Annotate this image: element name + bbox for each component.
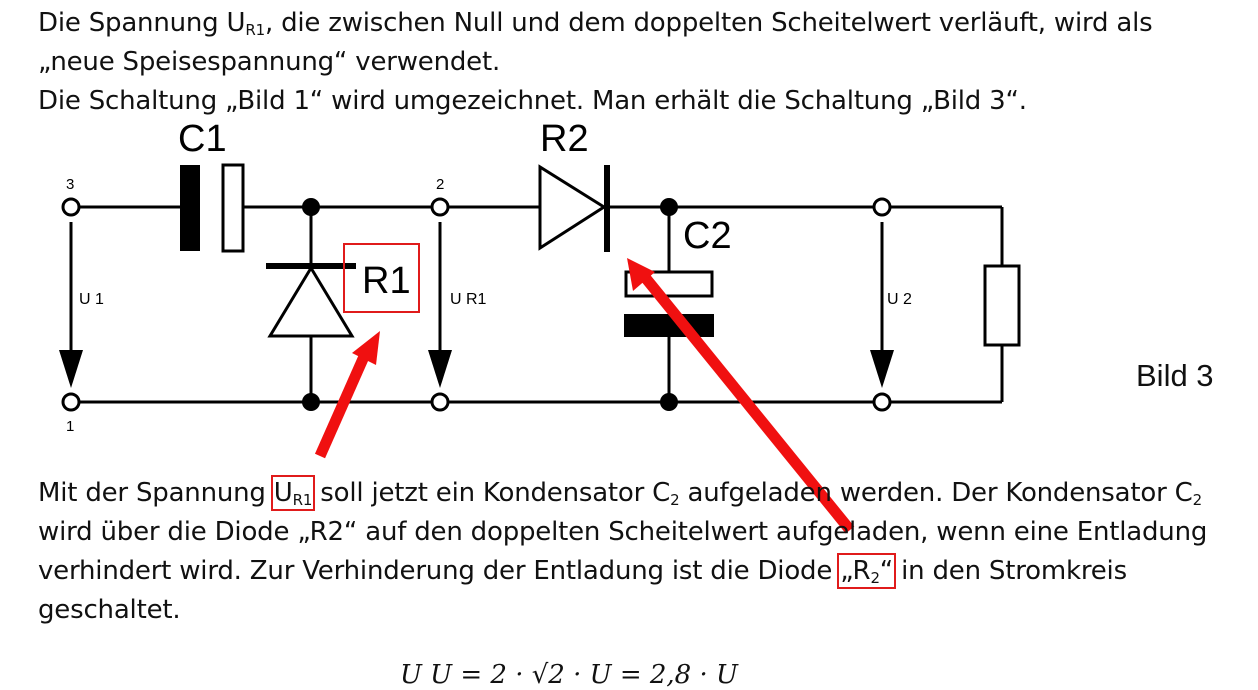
label-r2: R2 [540,118,589,160]
body-line-2: wird über die Diode „R2“ auf den doppelt… [38,517,1208,547]
wires [71,205,1004,404]
annotation-arrow-r1 [314,331,380,459]
ur1-arrowhead-icon [428,350,452,388]
node-label-3: 3 [66,176,74,193]
body-line-4: geschaltet. [38,595,181,625]
voltage-arrows [69,222,884,352]
r2-diode [538,164,610,252]
label-ur1: U R1 [450,291,487,308]
junction-dots [302,198,678,411]
annotation-arrow-r2 [627,258,855,534]
label-u2: U 2 [887,291,912,308]
body-line-3: verhindert wird. Zur Verhinderung der En… [38,553,1127,589]
r2-text-highlight: „R2“ [837,553,897,589]
label-u1: U 1 [79,291,104,308]
terminals [61,197,892,412]
label-c1: C1 [178,118,227,160]
node-label-1: 1 [66,418,74,435]
formula: U U = 2 · √2 · U = 2,8 · U [400,660,738,690]
intro-line-2: „neue Speisespannung“ verwendet. [38,47,501,77]
u1-arrowhead-icon [59,350,83,388]
label-r1: R1 [362,260,411,302]
node-label-2: 2 [436,176,444,193]
intro-line-3: Die Schaltung „Bild 1“ wird umgezeichnet… [38,86,1027,116]
intro-paragraph: Die Spannung UR1, die zwischen Null und … [38,4,1238,121]
r1-diode [266,263,356,338]
c1-capacitor-plate-open [221,163,245,253]
u2-arrowhead-icon [870,350,894,388]
figure-caption: Bild 3 [1136,358,1214,393]
body-line-1: Mit der Spannung UR1 soll jetzt ein Kond… [38,475,1202,511]
c1-capacitor-plate-solid [180,165,200,251]
intro-line-1: Die Spannung UR1, die zwischen Null und … [38,8,1153,39]
ur1-highlight: UR1 [270,475,316,511]
r1-highlight-box [343,243,420,313]
label-c2: C2 [683,215,732,257]
body-paragraph: Mit der Spannung UR1 soll jetzt ein Kond… [38,474,1238,630]
load-resistor [983,264,1021,347]
